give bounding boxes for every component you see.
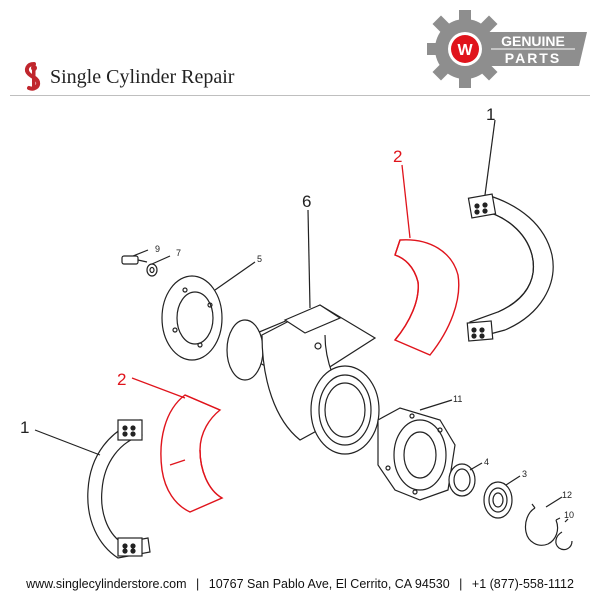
leader-c11: [419, 399, 453, 411]
exploded-parts-diagram: 1 2 6 9 7 5 2 1 11 4 3 12 10: [0, 96, 600, 570]
part-1-right-brake-shoe[interactable]: [466, 193, 554, 342]
badge-parts-text: PARTS: [505, 50, 561, 66]
part-9-bolt[interactable]: [121, 255, 148, 265]
footer-separator: |: [196, 577, 200, 591]
badge-genuine-text: GENUINE: [501, 33, 565, 49]
leader-c2-left: [131, 377, 186, 399]
part-7-washer[interactable]: [146, 263, 158, 277]
part-1-left-brake-shoe[interactable]: [87, 419, 151, 559]
callout-3: 3: [522, 469, 527, 479]
part-2-right-brake-lining[interactable]: [393, 239, 460, 356]
leader-c5: [214, 261, 256, 291]
leader-c1-right: [484, 119, 496, 196]
leader-c3: [505, 475, 521, 486]
callout-1-right: 1: [486, 105, 495, 124]
callout-10: 10: [564, 510, 574, 520]
leader-c9: [132, 249, 149, 257]
callout-12: 12: [562, 490, 572, 500]
badge-letter: W: [457, 42, 473, 59]
callout-11: 11: [453, 394, 462, 404]
brand-logo-icon: [24, 62, 41, 91]
page-footer: www.singlecylinderstore.com | 10767 San …: [0, 572, 600, 596]
callout-7: 7: [176, 248, 181, 258]
genuine-parts-badge: W GENUINE PARTS: [425, 8, 595, 90]
footer-website-link[interactable]: www.singlecylinderstore.com: [26, 577, 187, 591]
part-5-plate[interactable]: [161, 275, 223, 361]
brand-name: Single Cylinder Repair: [50, 65, 235, 88]
part-12-snap-ring[interactable]: [524, 503, 561, 546]
part-3-bearing[interactable]: [483, 481, 513, 519]
leader-c4: [469, 462, 483, 471]
leader-c7: [151, 255, 171, 265]
part-2-left-brake-lining[interactable]: [160, 394, 224, 513]
leader-c1-left: [34, 429, 101, 456]
footer-separator: |: [459, 577, 463, 591]
callout-4: 4: [484, 457, 489, 467]
leader-c12: [545, 496, 563, 508]
page-header: Single Cylinder Repair W: [0, 0, 600, 100]
part-4-seal[interactable]: [448, 463, 476, 497]
footer-address: 10767 San Pablo Ave, El Cerrito, CA 9453…: [208, 577, 450, 591]
footer-phone-link[interactable]: +1 (877)-558-1112: [471, 577, 574, 591]
part-10-clip[interactable]: [555, 531, 573, 551]
callout-5: 5: [257, 254, 262, 264]
callout-6: 6: [302, 192, 311, 211]
callout-2-left: 2: [117, 370, 126, 389]
brand[interactable]: Single Cylinder Repair: [22, 62, 234, 92]
leader-c6: [307, 209, 311, 309]
callout-2-right: 2: [393, 147, 402, 166]
part-11-housing[interactable]: [377, 407, 456, 501]
header-divider: [10, 95, 590, 96]
callout-9: 9: [155, 244, 160, 254]
part-6-clutch-hub[interactable]: [226, 304, 380, 455]
leader-c10: [564, 518, 569, 523]
leader-c2-right: [401, 164, 411, 239]
callout-1-left: 1: [20, 418, 29, 437]
